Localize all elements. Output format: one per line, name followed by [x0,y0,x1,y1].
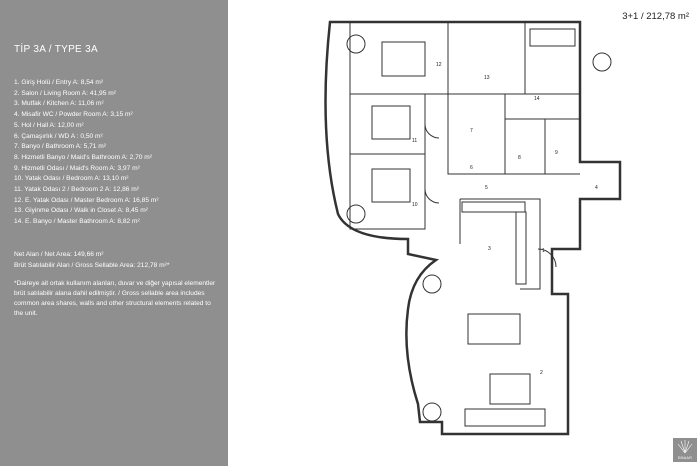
room-item: 4. Misafir WC / Powder Room A: 3,15 m² [14,111,133,119]
gross-area: Brüt Satılabilir Alan / Gross Sellable A… [14,261,170,269]
room-item: 12. E. Yatak Odası / Master Bedroom A: 1… [14,196,159,204]
room-number: 8 [518,155,521,161]
room-number: 9 [555,150,558,156]
room-item: 3. Mutfak / Kitchen A: 11,06 m² [14,100,104,108]
area-footnote: *Daireye ait ortak kullanım alanları, du… [14,280,216,317]
room-number: 4 [595,185,598,191]
room-item: 5. Hol / Hall A: 12,00 m² [14,121,84,129]
room-item: 7. Banyo / Bathroom A: 5,71 m² [14,143,106,151]
room-item: 9. Hizmetli Odası / Maid's Room A: 3,97 … [14,164,140,172]
room-number: 2 [540,370,543,376]
room-number: 1 [542,248,545,254]
room-list: 1. Giriş Holü / Entry A: 8,54 m² 2. Salo… [14,78,159,228]
room-number: 14 [534,96,540,102]
sidebar: TİP 3A / TYPE 3A 1. Giriş Holü / Entry A… [0,0,228,466]
room-number: 13 [484,75,490,81]
net-area: Net Alan / Net Area: 149,66 m² [14,251,104,258]
area-summary: Net Alan / Net Area: 149,66 m² Brüt Satı… [14,250,169,271]
floor-plan-drawing: 1 2 3 4 5 6 7 8 9 10 11 12 13 14 [324,20,622,436]
room-number: 10 [412,202,418,208]
brand-name: EMAAR [677,456,693,460]
room-item: 6. Çamaşırlık / WD A : 0,50 m² [14,132,103,140]
room-number-labels: 1 2 3 4 5 6 7 8 9 10 11 12 13 14 [412,62,598,376]
room-item: 1. Giriş Holü / Entry A: 8,54 m² [14,79,104,86]
room-number: 11 [412,138,417,144]
room-number: 6 [470,165,473,171]
room-item: 8. Hizmetli Banyo / Maid's Bathroom A: 2… [14,153,152,161]
unit-type-label: 3+1 / 212,78 m² [622,11,689,22]
room-item: 10. Yatak Odası / Bedroom A: 13,10 m² [14,175,129,183]
room-item: 14. E. Banyo / Master Bathroom A: 8,82 m… [14,218,140,226]
room-item: 13. Giyinme Odası / Walk in Closet A: 8,… [14,207,148,215]
emaar-logo: EMAAR [673,438,697,462]
room-number: 3 [488,246,491,252]
room-item: 11. Yatak Odası 2 / Bedroom 2 A: 12,86 m… [14,186,139,194]
room-number: 12 [436,62,442,68]
room-number: 7 [470,128,473,134]
room-number: 5 [485,185,488,191]
sunburst-icon [677,440,693,454]
room-item: 2. Salon / Living Room A: 41,95 m² [14,89,116,97]
plan-title: TİP 3A / TYPE 3A [14,44,98,55]
